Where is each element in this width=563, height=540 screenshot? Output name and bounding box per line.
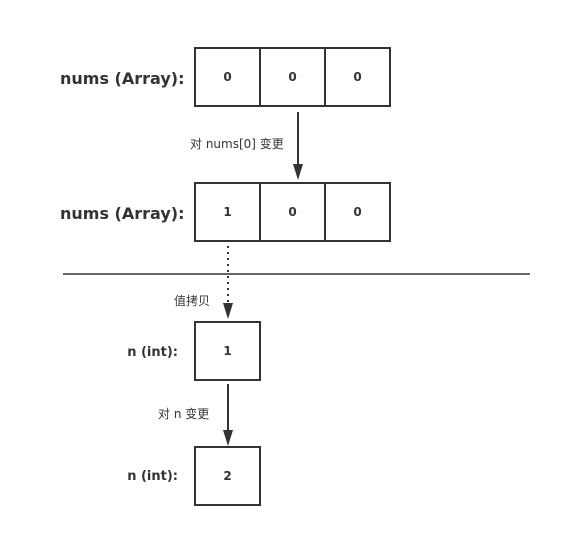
array-after-cells: 1 0 0 — [194, 182, 391, 242]
int-after-cells: 2 — [194, 446, 261, 506]
int-after-cell: 2 — [194, 446, 261, 506]
array-after-label: nums (Array): — [60, 204, 185, 223]
array-after-cell-1: 0 — [259, 182, 326, 242]
int-before-label: n (int): — [127, 345, 178, 360]
array-after-cell-2: 0 — [324, 182, 391, 242]
array-before-label: nums (Array): — [60, 69, 185, 88]
mutate-int-arrow-head — [223, 430, 233, 446]
copy-annotation: 值拷贝 — [174, 294, 211, 308]
mutate-array-annotation: 对 nums[0] 变更 — [190, 137, 284, 151]
mutate-int-annotation: 对 n 变更 — [158, 407, 210, 421]
int-before-cell: 1 — [194, 321, 261, 381]
array-before-cell-2: 0 — [324, 47, 391, 107]
int-after-label: n (int): — [127, 469, 178, 484]
array-before-cells: 0 0 0 — [194, 47, 391, 107]
int-before-cells: 1 — [194, 321, 261, 381]
array-after-cell-0: 1 — [194, 182, 261, 242]
mutate-array-arrow-head — [293, 164, 303, 180]
copy-arrow-head — [223, 303, 233, 319]
